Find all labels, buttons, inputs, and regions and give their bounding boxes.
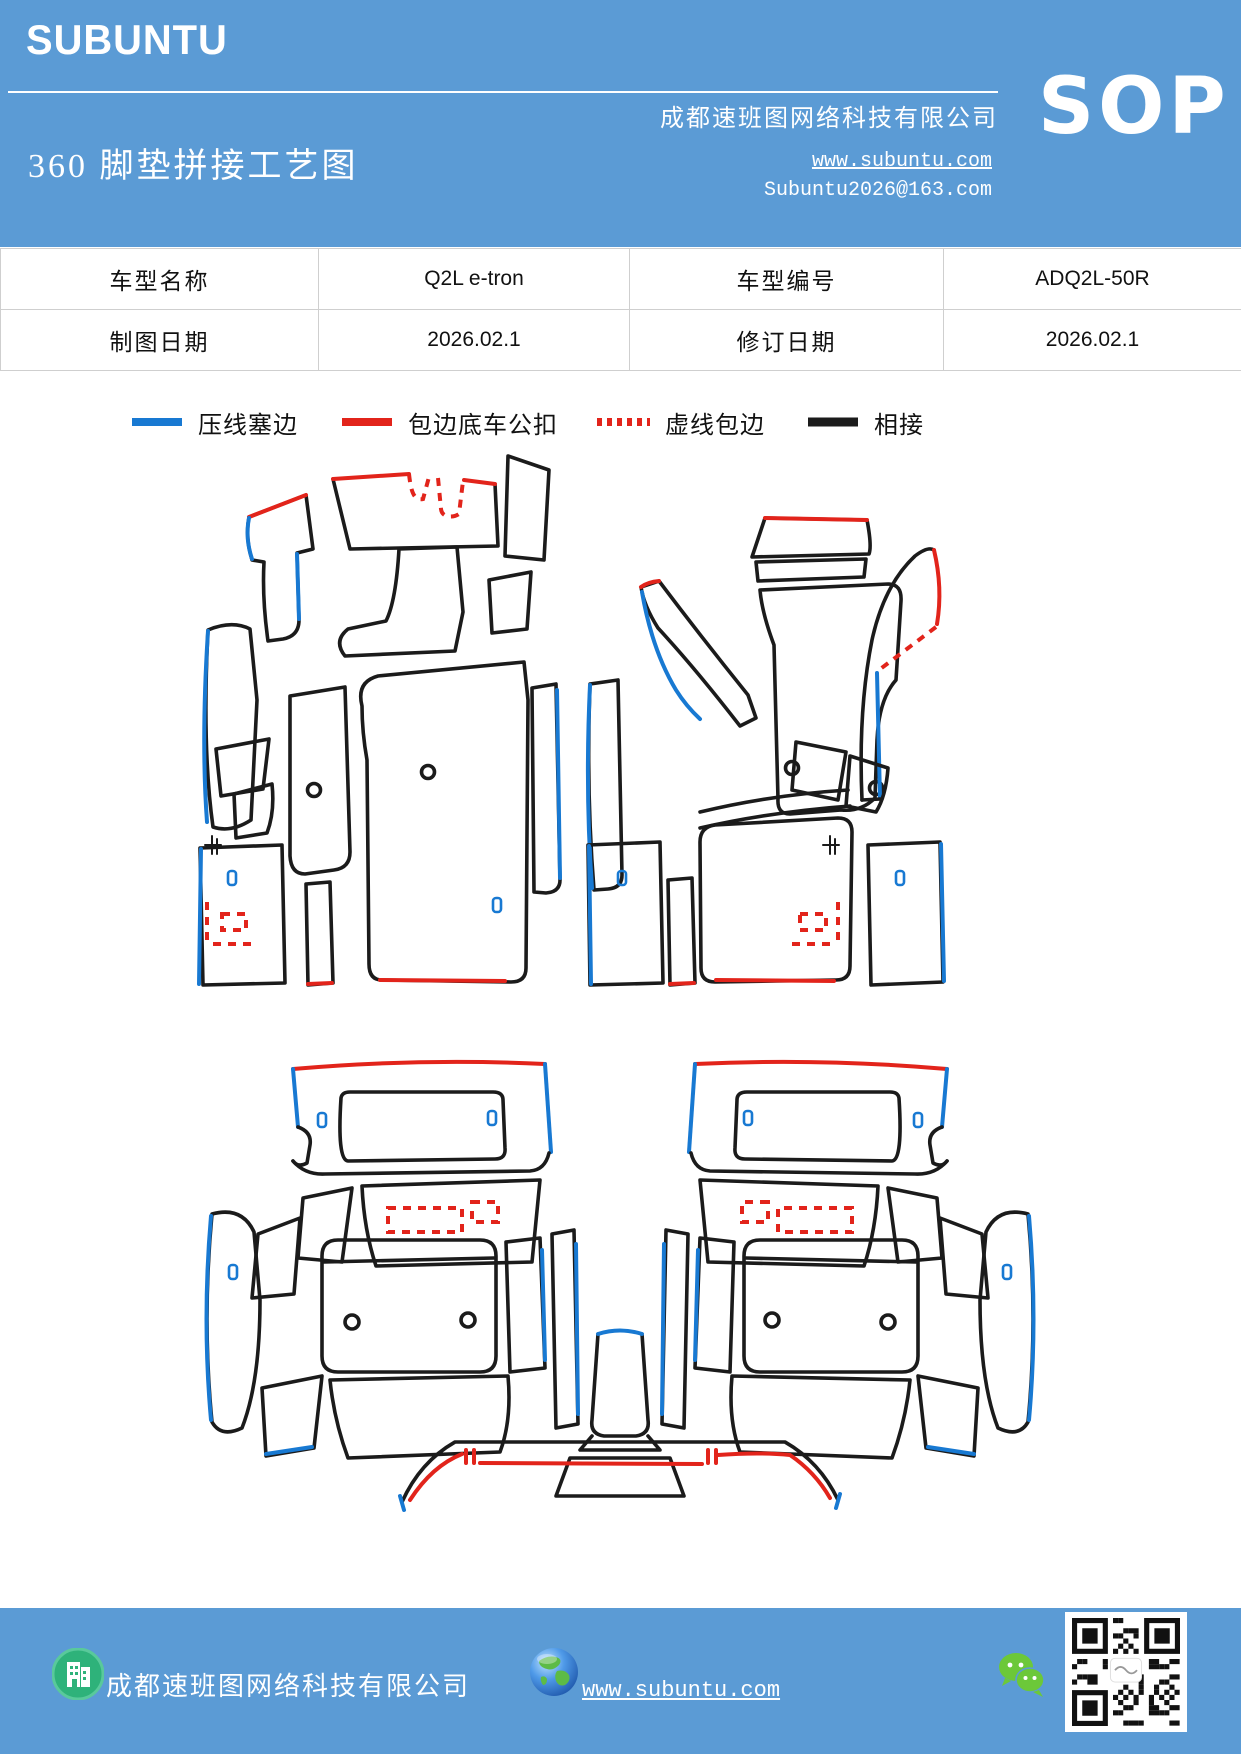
footer-website-link[interactable]: www.subuntu.com	[582, 1678, 781, 1703]
revision-date-value: 2026.02.1	[943, 309, 1241, 371]
legend-item-press-edge: 压线塞边	[130, 402, 298, 442]
legend-label: 压线塞边	[198, 412, 298, 439]
building-icon	[52, 1648, 104, 1700]
legend-item-joint: 相接	[806, 402, 924, 442]
model-code-value: ADQ2L-50R	[943, 248, 1241, 310]
header-email: Subuntu2026@163.com	[763, 179, 992, 202]
draw-date-label: 制图日期	[0, 309, 319, 371]
model-name-label: 车型名称	[0, 248, 319, 310]
rear-mat-group	[204, 1059, 1036, 1512]
front-left-mat-group	[197, 454, 562, 987]
model-name-value: Q2L e-tron	[318, 248, 630, 310]
brand-logo: SUBUNTU	[26, 16, 228, 63]
globe-icon	[530, 1648, 578, 1696]
info-table: 车型名称 Q2L e-tron 车型编号 ADQ2L-50R 制图日期 2026…	[0, 248, 1241, 371]
red-dotted-swatch	[597, 418, 650, 426]
front-right-mat-group	[585, 516, 946, 987]
legend-label: 包边底车公扣	[408, 412, 558, 439]
qr-code-pattern	[1072, 1618, 1180, 1726]
header-divider	[8, 91, 998, 93]
blue-line-swatch	[132, 418, 182, 426]
red-line-swatch	[342, 418, 392, 426]
footer: 成都速班图网络科技有限公司 www.subuntu.com	[0, 1608, 1241, 1754]
legend-label: 虚线包边	[665, 412, 765, 439]
sop-badge: SOP	[1038, 62, 1230, 152]
model-code-label: 车型编号	[629, 248, 944, 310]
legend: 压线塞边 包边底车公扣 虚线包边 相接	[0, 402, 1241, 442]
legend-item-binding-buckle: 包边底车公扣	[340, 402, 558, 442]
legend-item-dashed-binding: 虚线包边	[595, 402, 765, 442]
footer-company-name: 成都速班图网络科技有限公司	[106, 1672, 471, 1701]
page-title: 360 脚垫拼接工艺图	[28, 148, 359, 185]
header-website-link[interactable]: www.subuntu.com	[811, 150, 992, 173]
legend-label: 相接	[874, 412, 924, 439]
header-company-name: 成都速班图网络科技有限公司	[660, 106, 998, 132]
wechat-icon	[999, 1653, 1045, 1697]
table-row: 制图日期 2026.02.1 修订日期 2026.02.1	[0, 309, 1241, 371]
draw-date-value: 2026.02.1	[318, 309, 630, 371]
qr-code	[1065, 1612, 1187, 1732]
revision-date-label: 修订日期	[629, 309, 944, 371]
table-row: 车型名称 Q2L e-tron 车型编号 ADQ2L-50R	[0, 248, 1241, 310]
header: SUBUNTU 360 脚垫拼接工艺图 成都速班图网络科技有限公司 SOP ww…	[0, 0, 1241, 247]
black-line-swatch	[808, 417, 858, 427]
